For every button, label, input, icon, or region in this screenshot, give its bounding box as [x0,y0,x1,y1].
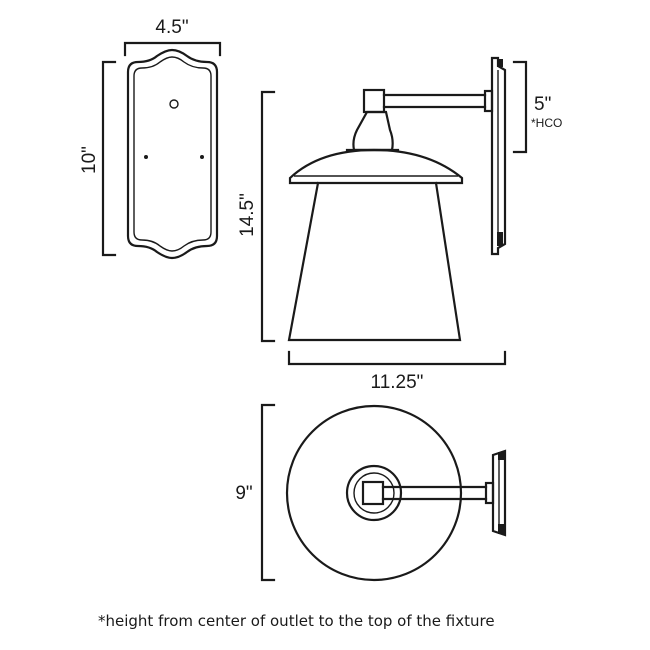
fixture-width-bracket [287,350,507,366]
width-dimension-bracket [123,41,222,57]
glass-shade [287,181,462,342]
plate-top-view-detail-2 [498,524,504,534]
cap-inner-ring [353,472,395,514]
backplate-inner-outline [133,56,212,252]
plate-bottom-detail [497,232,503,246]
screw-hole-right [200,155,204,159]
height-dimension-bracket [101,60,117,257]
backplate-outline [126,48,219,260]
hco-label: 5" [534,94,551,115]
fixture-height-bracket [260,90,276,343]
backplate-view: 4.5" 10" [79,17,222,260]
top-view-height-label: 9" [235,483,252,504]
backplate-width-label: 4.5" [155,17,188,38]
footnote: *height from center of outlet to the top… [98,612,495,630]
shade-dome [288,148,464,185]
fixture-height-label: 14.5" [237,193,258,237]
fixture-cap [352,110,394,152]
arm-knuckle-top [361,480,385,506]
screw-hole-left [144,155,148,159]
top-view-height-bracket [260,403,276,582]
shade-top-circle [285,404,463,582]
top-view: 9" [235,403,507,582]
plate-top-view-detail-1 [498,452,504,460]
cap-outer-ring [345,464,403,522]
fixture-width-label: 11.25" [371,372,424,393]
arm-knuckle [362,88,386,114]
hco-bracket [512,60,528,154]
hco-note: *HCO [531,116,562,130]
plate-top-detail [497,59,503,67]
mounting-hole [169,99,179,109]
backplate-height-label: 10" [79,146,100,174]
side-view: 14.5" 11.25" 5" *HCO [237,56,562,393]
